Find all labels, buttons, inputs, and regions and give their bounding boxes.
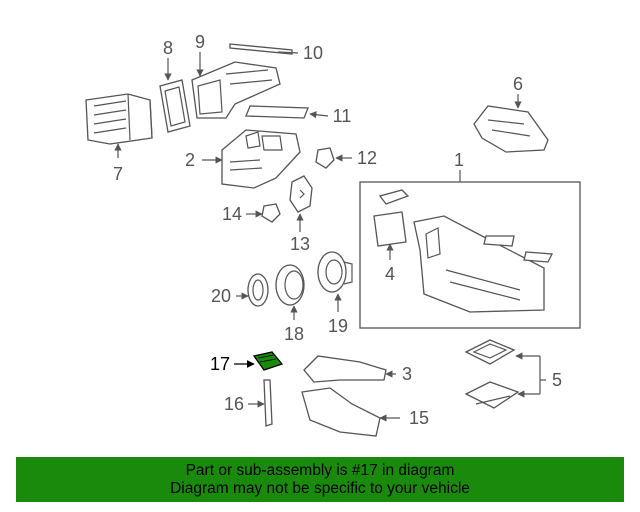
parts-diagram: 1 2 3 4 5 6 7 8 9 10 11 12 13 14 15 16 1… <box>85 32 581 437</box>
callout-13: 13 <box>290 234 310 254</box>
part-9-housing <box>191 61 281 119</box>
callout-10: 10 <box>303 43 323 63</box>
banner-line-2: Diagram may not be specific to your vehi… <box>170 480 470 497</box>
part-17-highlighted <box>252 351 284 371</box>
part-8-gasket <box>159 79 191 133</box>
callout-labels: 1 2 3 4 5 6 7 8 9 10 11 12 13 14 15 16 1… <box>113 32 562 428</box>
callout-15: 15 <box>409 408 429 428</box>
part-18-blower-wheel <box>275 264 305 306</box>
part-2-case <box>221 129 301 189</box>
part-3-duct <box>303 355 387 383</box>
callout-6: 6 <box>513 74 523 94</box>
callout-9: 9 <box>195 32 205 52</box>
part-19-motor <box>317 251 353 293</box>
callout-7: 7 <box>113 164 123 184</box>
part-20-ring <box>247 273 269 307</box>
callout-19: 19 <box>328 316 348 336</box>
part-12-actuator <box>315 147 335 169</box>
callout-5: 5 <box>552 370 562 390</box>
leader-lines <box>114 51 546 422</box>
part-15-duct <box>301 387 381 437</box>
callout-3: 3 <box>402 364 412 384</box>
part-14-actuator <box>261 203 281 223</box>
callout-14: 14 <box>222 204 242 224</box>
part-7-outlet-duct <box>85 93 153 145</box>
part-1-hvac-assembly-box <box>359 181 581 329</box>
banner-line-1: Part or sub-assembly is #17 in diagram <box>185 462 455 479</box>
callout-11: 11 <box>333 106 352 126</box>
callout-20: 20 <box>211 286 231 306</box>
callout-17: 17 <box>210 354 230 374</box>
callout-1: 1 <box>454 150 464 170</box>
part-10-seal-strip <box>229 43 293 55</box>
callout-4: 4 <box>385 264 395 284</box>
callout-8: 8 <box>163 38 173 58</box>
part-11-filter <box>245 105 309 119</box>
callout-18: 18 <box>284 324 304 344</box>
callout-16: 16 <box>224 394 244 414</box>
part-5-filters <box>464 339 520 409</box>
part-16-rod <box>263 379 273 427</box>
part-13-plug <box>289 175 313 213</box>
callout-2: 2 <box>185 150 195 170</box>
part-6-duct <box>473 105 549 153</box>
part-4-filter <box>373 211 407 247</box>
info-banner: Part or sub-assembly is #17 in diagram D… <box>16 457 624 502</box>
callout-12: 12 <box>357 148 377 168</box>
